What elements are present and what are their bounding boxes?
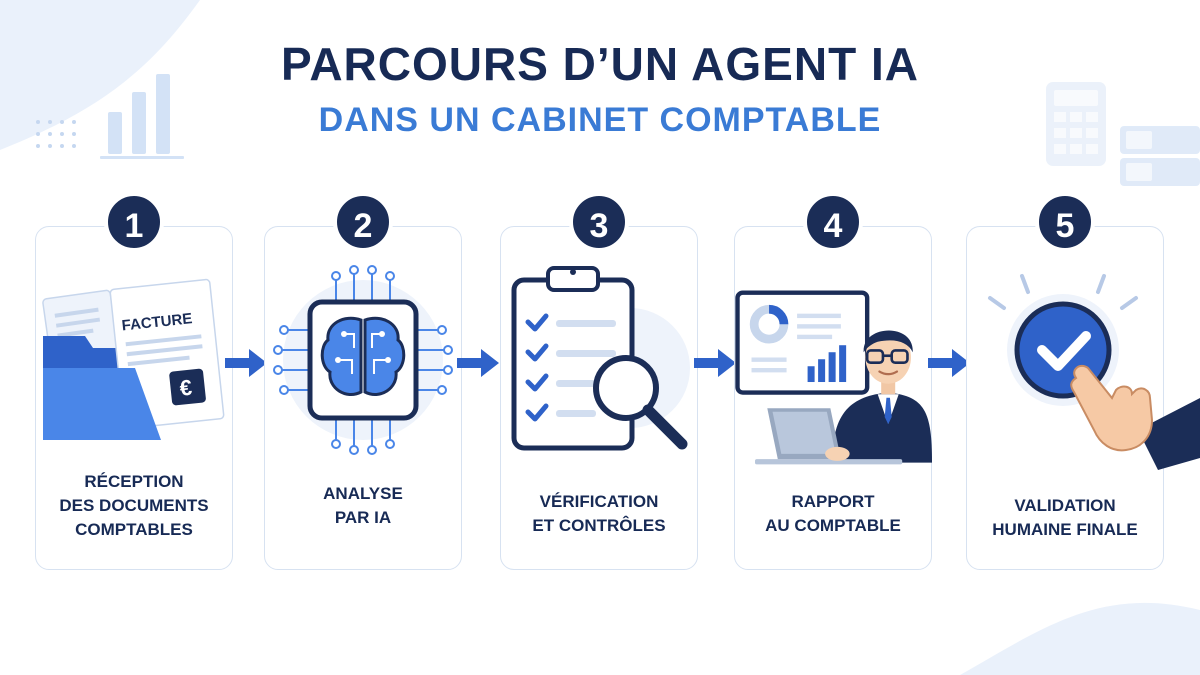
step-number-1: 1 — [104, 192, 164, 252]
clipboard-checklist-magnifier-icon — [511, 266, 690, 451]
accountant-report-icon — [735, 290, 932, 465]
arrow-right-icon — [457, 349, 499, 377]
step-label-3: VÉRIFICATION ET CONTRÔLES — [532, 492, 666, 535]
folder-invoice-icon: FACTURE € — [42, 278, 225, 440]
calculator-deco-icon — [1046, 82, 1106, 166]
step-label-4: RAPPORT AU COMPTABLE — [765, 492, 901, 535]
step-number-4: 4 — [803, 192, 863, 252]
arrow-right-icon — [694, 349, 736, 377]
step-label-5: VALIDATION HUMAINE FINALE — [992, 496, 1138, 539]
step-label-1: RÉCEPTION DES DOCUMENTS COMPTABLES — [59, 472, 209, 539]
page-subtitle: DANS UN CABINET COMPTABLE — [318, 101, 882, 139]
euro-icon: € — [178, 375, 193, 401]
step-number-3: 3 — [569, 192, 629, 252]
binders-deco-icon — [1120, 126, 1200, 186]
step-label-2: ANALYSE PAR IA — [323, 484, 403, 527]
validation-check-icon — [988, 274, 1200, 470]
page-title: PARCOURS D’UN AGENT IA — [281, 38, 919, 90]
arrow-right-icon — [225, 349, 267, 377]
bar-chart-deco-icon — [100, 74, 184, 159]
dot-grid-deco — [36, 120, 76, 148]
step-number-2: 2 — [333, 192, 393, 252]
arrow-right-icon — [928, 349, 970, 377]
ai-brain-chip-icon — [273, 265, 453, 455]
step-number-5: 5 — [1035, 192, 1095, 252]
